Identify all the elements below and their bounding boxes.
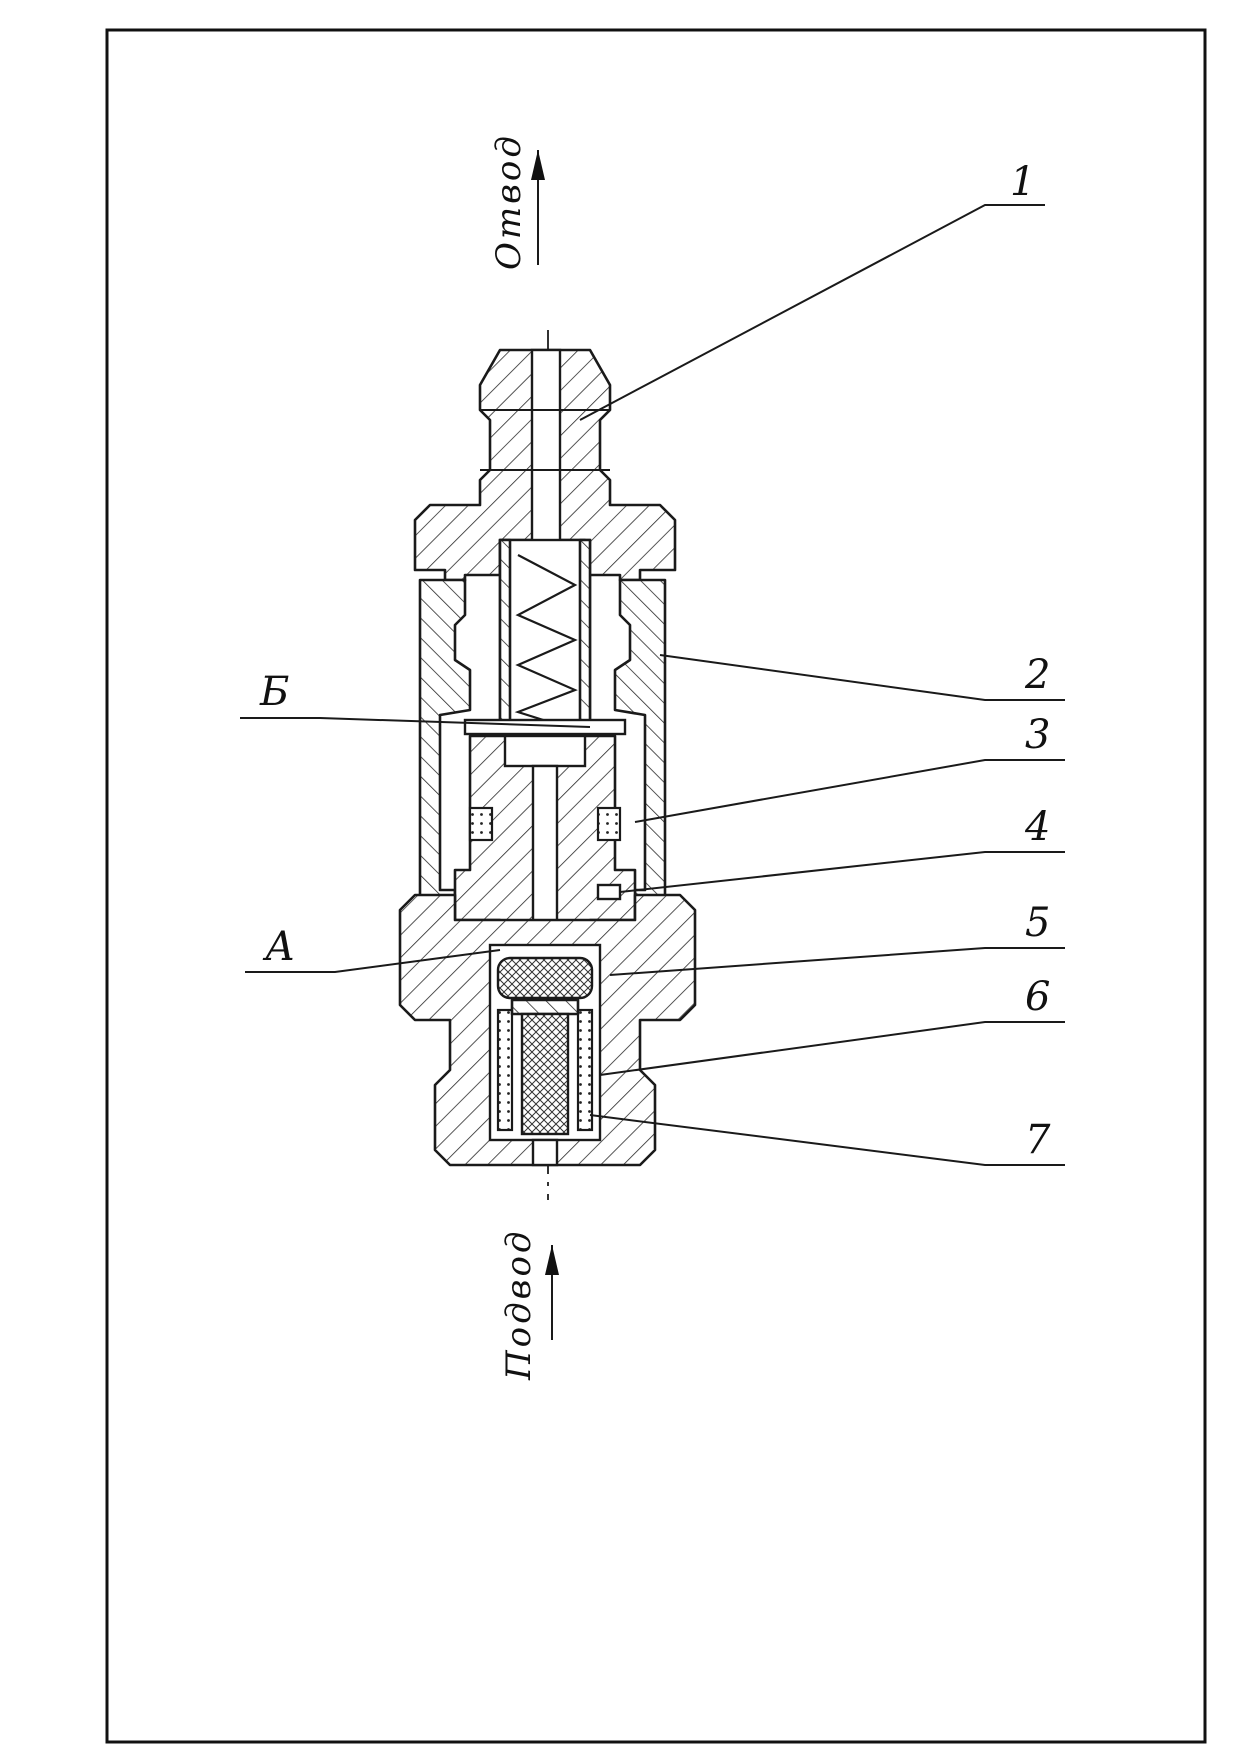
- leader-7: [589, 1114, 1065, 1166]
- filter-top-pad: [496, 956, 594, 1000]
- callout-A: А: [262, 924, 295, 970]
- inlet-bore: [531, 1138, 559, 1167]
- outlet-arrow: [531, 150, 545, 265]
- inlet-arrow: [545, 1245, 559, 1340]
- leader-6: [599, 1021, 1065, 1076]
- page-frame: [105, 28, 1207, 1744]
- callout-B: Б: [259, 669, 289, 715]
- part-7-filter-element: [520, 1012, 570, 1136]
- callout-3: 3: [1025, 712, 1050, 758]
- leader-B: [240, 717, 591, 728]
- leader-5: [609, 947, 1065, 976]
- callout-4: 4: [1024, 804, 1050, 850]
- diaphragm-plate: [463, 718, 627, 736]
- outlet-label: Отвод: [489, 133, 529, 270]
- leader-4: [619, 851, 1065, 893]
- leader-3: [634, 759, 1065, 823]
- seal-ring-left: [468, 806, 494, 842]
- leader-2: [659, 654, 1065, 701]
- part-3-piston: [453, 734, 637, 942]
- seal-ring-right: [596, 806, 622, 842]
- leader-A: [245, 949, 501, 973]
- spring: [514, 554, 578, 732]
- part-4-retaining-ring: [596, 883, 622, 901]
- callout-6: 6: [1025, 974, 1050, 1020]
- leader-1: [579, 204, 1045, 421]
- callout-7: 7: [1025, 1117, 1051, 1163]
- callout-5: 5: [1025, 900, 1050, 946]
- part-1-outlet-fitting: [413, 348, 677, 582]
- callout-2: 2: [1024, 652, 1050, 698]
- callout-1: 1: [1010, 159, 1035, 205]
- inlet-label: Подвод: [499, 1229, 539, 1381]
